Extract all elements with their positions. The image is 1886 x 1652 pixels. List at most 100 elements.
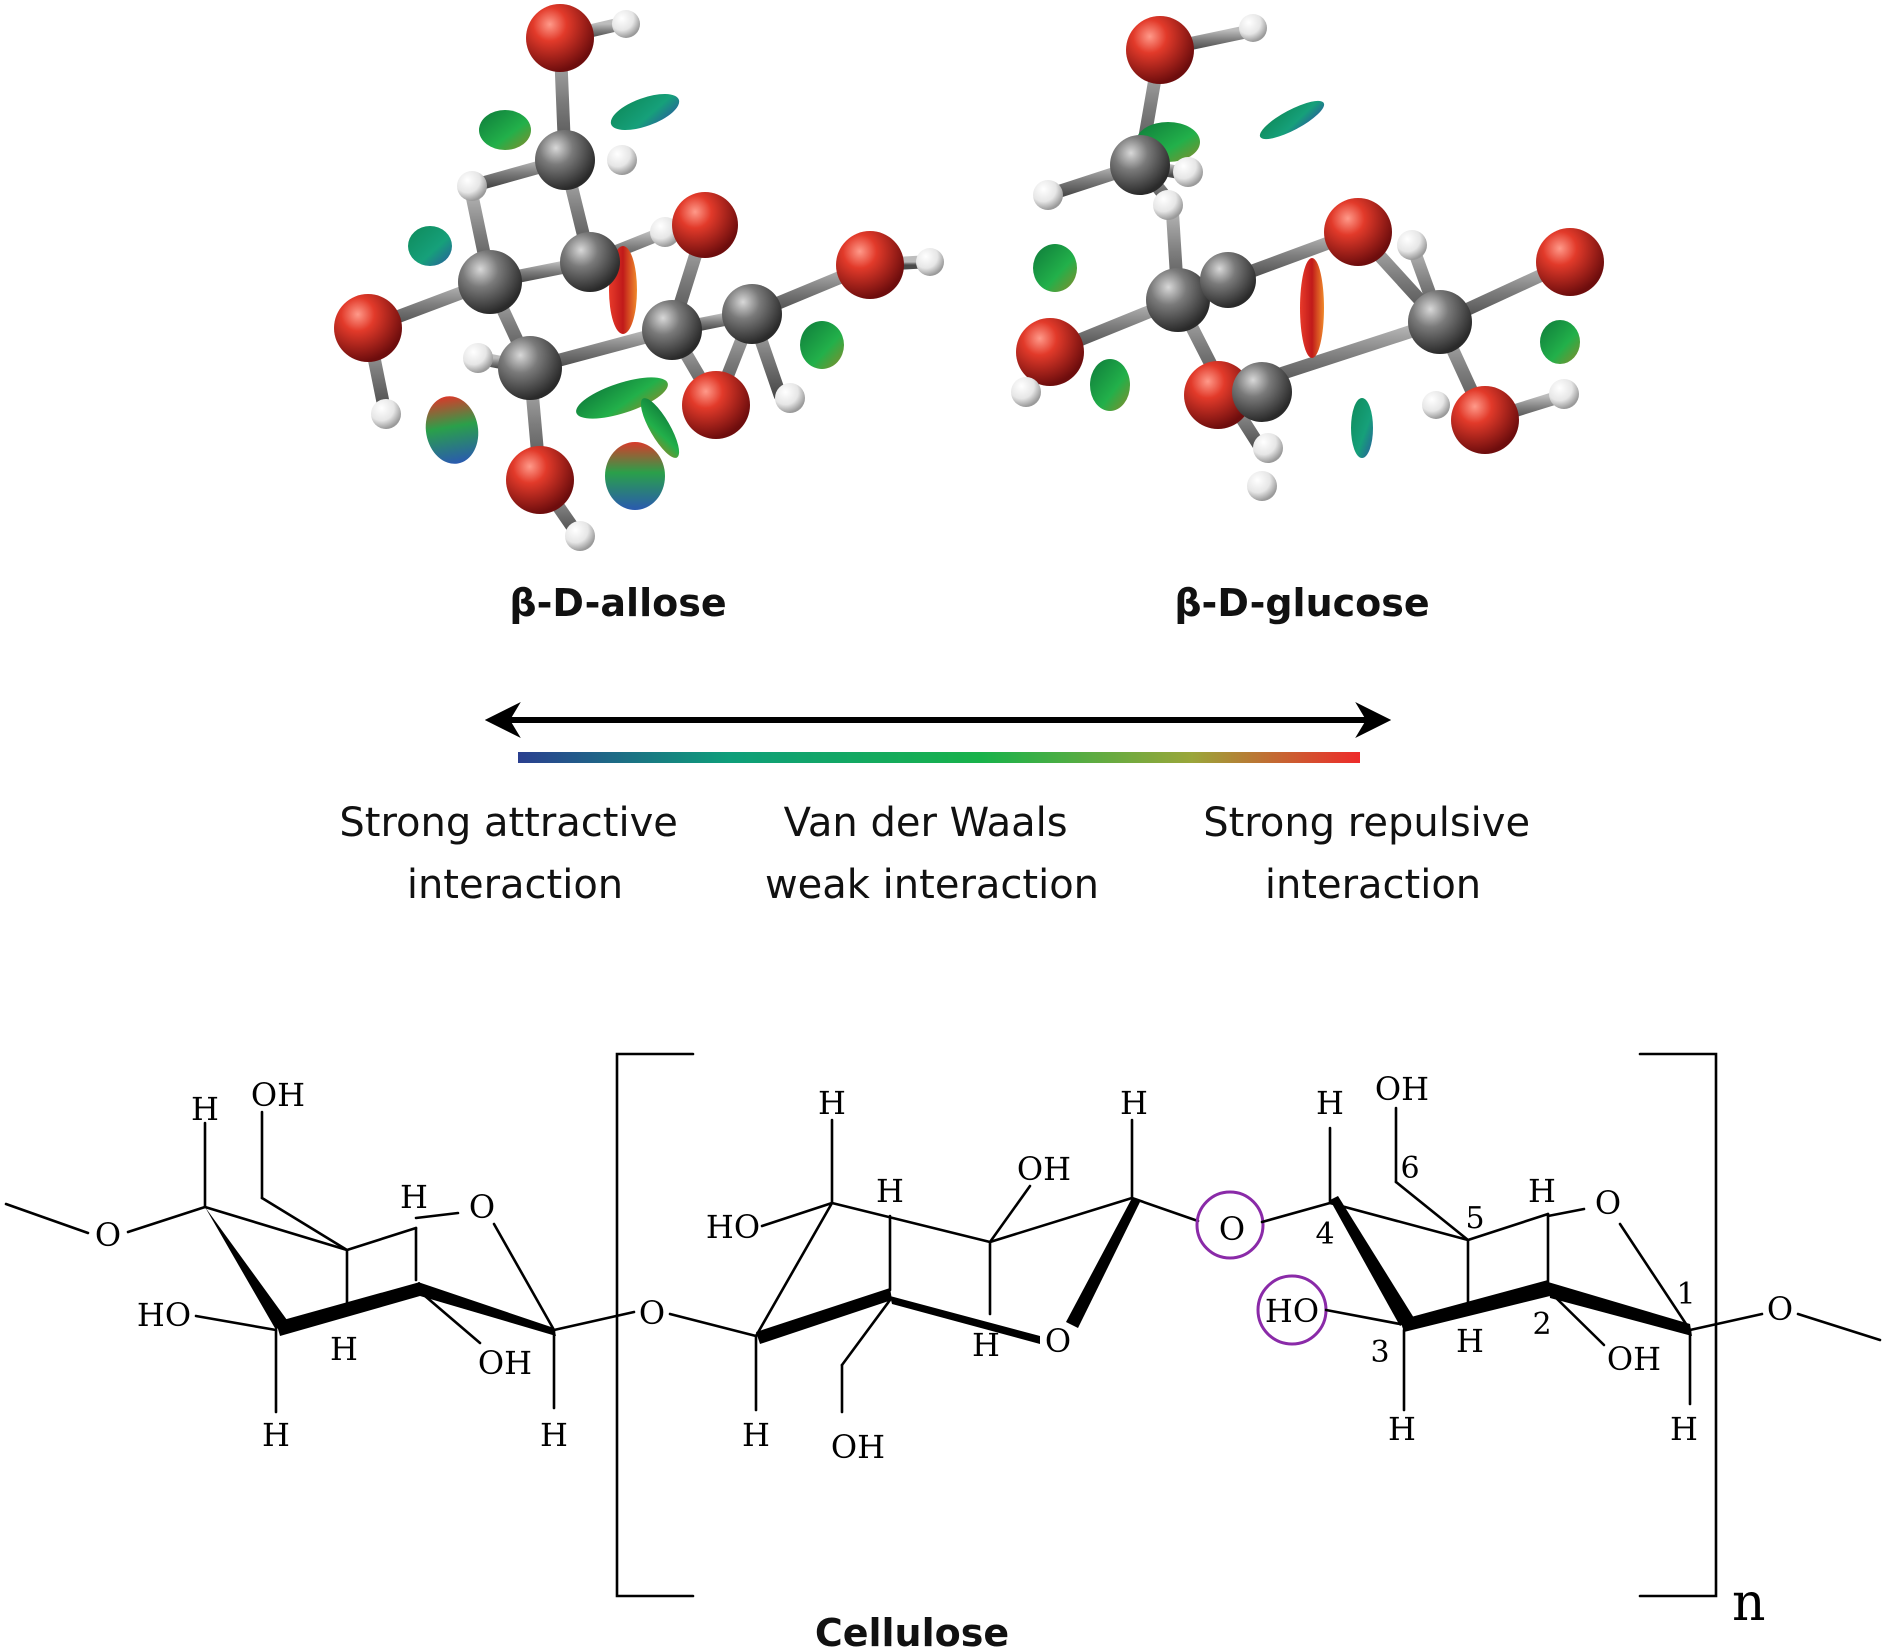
carbon-number-2: 2 bbox=[1532, 1307, 1551, 1342]
color-scale-bar bbox=[518, 752, 1360, 763]
atom-h: H bbox=[1670, 1410, 1698, 1448]
allose-hydrogen-atom bbox=[775, 383, 805, 413]
left-bracket bbox=[615, 1052, 695, 1598]
atom-oh: OH bbox=[1607, 1340, 1661, 1378]
glucose-hydrogen-atom bbox=[1397, 230, 1427, 260]
glucose-carbon-atom bbox=[1146, 268, 1210, 332]
interaction-legend: Strong attractive interaction Van der Wa… bbox=[339, 702, 1543, 908]
carbon-number-3: 3 bbox=[1370, 1335, 1389, 1370]
allose-hydrogen-atom bbox=[457, 171, 487, 201]
glucose-carbon-atom bbox=[1232, 362, 1292, 422]
atom-o: O bbox=[1767, 1290, 1793, 1328]
glucose-oxygen-atom bbox=[1184, 361, 1252, 429]
legend-label-attractive: Strong attractive interaction bbox=[339, 800, 690, 908]
glucose-oxygen-atom bbox=[1451, 386, 1519, 454]
cellulose-structure: n O H OH H H O HO H bbox=[4, 1052, 1882, 1652]
highlight-circle-oxygen bbox=[1195, 1190, 1265, 1260]
allose-caption: β-D-allose bbox=[509, 581, 726, 625]
cellulose-caption: Cellulose bbox=[815, 1611, 1009, 1652]
highlighted-glycosidic-oxygen: O bbox=[1219, 1210, 1245, 1248]
atom-ho: HO bbox=[706, 1208, 760, 1246]
allose-hydrogen-atom bbox=[463, 343, 493, 373]
glucose-hydrogen-atom bbox=[1173, 157, 1203, 187]
atom-h: H bbox=[1388, 1410, 1416, 1448]
atom-oh: OH bbox=[478, 1344, 532, 1382]
ring-oxygen: O bbox=[1595, 1184, 1621, 1222]
glucose-caption: β-D-glucose bbox=[1174, 581, 1429, 625]
allose-hydrogen-atom bbox=[371, 399, 401, 429]
allose-hydrogen-atom bbox=[612, 10, 640, 38]
atom-oh: OH bbox=[1375, 1070, 1429, 1108]
glucose-hydrogen-atom bbox=[1422, 391, 1450, 419]
allose-carbon-atom bbox=[498, 336, 562, 400]
allose-nci-surfaces bbox=[408, 93, 844, 510]
atom-ho: HO bbox=[137, 1296, 191, 1334]
atom-h: H bbox=[400, 1178, 428, 1216]
carbon-number-6: 6 bbox=[1400, 1151, 1419, 1186]
glucose-hydrogen-atom bbox=[1239, 14, 1267, 42]
allose-carbon-atom bbox=[560, 232, 620, 292]
glucose-carbon-atom bbox=[1200, 252, 1256, 308]
allose-hydrogen-atom bbox=[565, 521, 595, 551]
atom-o: O bbox=[95, 1216, 121, 1254]
atom-oh: OH bbox=[1017, 1150, 1071, 1188]
glucose-hydrogen-atom bbox=[1153, 190, 1183, 220]
atom-h: H bbox=[330, 1330, 358, 1368]
ring-oxygen: O bbox=[469, 1188, 495, 1226]
glucose-oxygen-atom bbox=[1016, 318, 1084, 386]
atom-h: H bbox=[1456, 1322, 1484, 1360]
allose-carbon-atom bbox=[642, 300, 702, 360]
atom-h: H bbox=[1120, 1084, 1148, 1122]
allose-oxygen-atom bbox=[836, 231, 904, 299]
glucose-oxygen-atom bbox=[1536, 228, 1604, 296]
allose-atoms bbox=[334, 4, 944, 551]
carbon-number-4: 4 bbox=[1315, 1217, 1334, 1252]
highlighted-hydroxyl: HO bbox=[1265, 1292, 1319, 1330]
glucose-hydrogen-atom bbox=[1253, 433, 1283, 463]
atom-h: H bbox=[540, 1416, 568, 1454]
ring-c: H 4 OH 6 5 H H O HO 3 H 2 bbox=[1256, 1070, 1882, 1448]
atom-h: H bbox=[262, 1416, 290, 1454]
glucose-carbon-atom bbox=[1408, 290, 1472, 354]
glucose-hydrogen-atom bbox=[1247, 471, 1277, 501]
carbon-number-5: 5 bbox=[1465, 1201, 1484, 1236]
atom-oh: OH bbox=[251, 1076, 305, 1114]
carbon-number-1: 1 bbox=[1676, 1277, 1695, 1312]
allose-hydrogen-atom bbox=[916, 248, 944, 276]
allose-oxygen-atom bbox=[682, 371, 750, 439]
legend-label-vdw: Van der Waals weak interaction bbox=[765, 800, 1099, 908]
glucose-oxygen-atom bbox=[1324, 198, 1392, 266]
legend-label-repulsive: Strong repulsive interaction bbox=[1203, 800, 1543, 908]
molecule-glucose bbox=[1011, 14, 1612, 501]
atom-h: H bbox=[742, 1416, 770, 1454]
allose-carbon-atom bbox=[535, 130, 595, 190]
glucose-hydrogen-atom bbox=[1549, 379, 1579, 409]
allose-oxygen-atom bbox=[506, 446, 574, 514]
ring-a: O H OH H H O HO H OH H bbox=[4, 1076, 636, 1454]
ring-b: H H HO H OH OH H O H bbox=[706, 1084, 1200, 1466]
ring-oxygen: O bbox=[1045, 1322, 1071, 1360]
glucose-atoms bbox=[1011, 14, 1604, 501]
allose-oxygen-atom bbox=[672, 192, 738, 258]
atom-oh: OH bbox=[831, 1428, 885, 1466]
glucose-carbon-atom bbox=[1110, 135, 1170, 195]
atom-h: H bbox=[818, 1084, 846, 1122]
allose-hydrogen-atom bbox=[607, 145, 637, 175]
atom-h: H bbox=[1316, 1084, 1344, 1122]
allose-oxygen-atom bbox=[526, 4, 594, 72]
repeat-subscript: n bbox=[1732, 1573, 1766, 1633]
atom-h: H bbox=[191, 1090, 219, 1128]
glucose-hydrogen-atom bbox=[1011, 377, 1041, 407]
glycosidic-oxygen: O bbox=[639, 1294, 665, 1332]
molecule-allose bbox=[334, 4, 944, 551]
atom-h: H bbox=[972, 1326, 1000, 1364]
allose-carbon-atom bbox=[458, 250, 522, 314]
allose-oxygen-atom bbox=[334, 294, 402, 362]
allose-carbon-atom bbox=[722, 284, 782, 344]
glucose-hydrogen-atom bbox=[1033, 180, 1063, 210]
atom-h: H bbox=[876, 1172, 904, 1210]
glucose-oxygen-atom bbox=[1126, 16, 1194, 84]
atom-h: H bbox=[1528, 1172, 1556, 1210]
